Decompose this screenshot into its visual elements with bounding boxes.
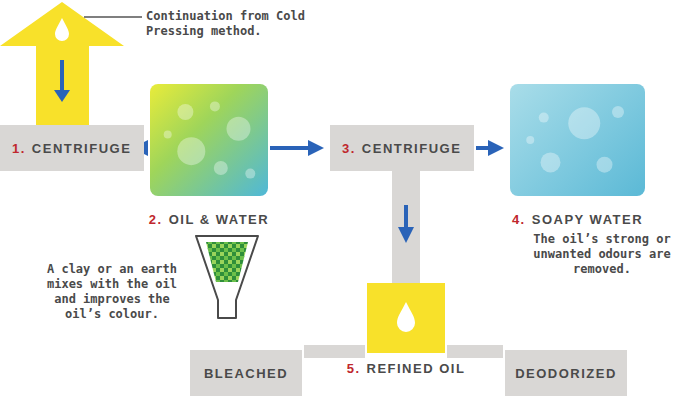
inflow-arrow — [0, 2, 124, 125]
bubbles — [510, 84, 645, 196]
bubble — [210, 101, 220, 111]
connector-line — [304, 345, 365, 358]
node-label: BLEACHED — [204, 364, 288, 382]
flow-connector — [447, 351, 503, 352]
connector-stem — [392, 171, 420, 283]
process-box: DEODORIZED — [505, 350, 627, 396]
step-name: BLEACHED — [204, 366, 288, 381]
funnel — [196, 236, 258, 318]
bubble — [526, 136, 534, 144]
step-name: CENTRIFUGE — [32, 141, 132, 156]
flow-arrow — [60, 60, 64, 92]
oil-drop — [55, 18, 69, 41]
step-name: REFINED OIL — [367, 361, 466, 376]
step-name: DEODORIZED — [515, 366, 617, 381]
flow-connector — [304, 351, 365, 352]
process-band: 1. CENTRIFUGE — [0, 125, 144, 171]
clay — [206, 242, 248, 282]
step-number: 3. — [342, 141, 356, 156]
step-number: 4. — [512, 212, 526, 227]
bubble — [177, 104, 193, 120]
leader-line — [84, 16, 142, 18]
node-label: 1. CENTRIFUGE — [12, 139, 131, 157]
note-label: The oil’s strong or unwanted odours are … — [520, 232, 684, 277]
flow-arrow — [476, 146, 498, 150]
step-name: SOAPY WATER — [532, 212, 643, 227]
bubble — [539, 113, 549, 123]
bubble — [612, 106, 624, 118]
node-label: 5. REFINED OIL — [347, 359, 466, 377]
flow-connector — [406, 171, 407, 283]
flow-arrowhead — [54, 90, 70, 102]
bubble — [164, 130, 172, 138]
flow-arrow — [270, 146, 318, 150]
bubble — [227, 117, 251, 141]
process-box: BLEACHED — [190, 350, 302, 396]
step-name: CENTRIFUGE — [362, 141, 462, 156]
bubble — [177, 137, 205, 165]
note-label: A clay or an earth mixes with the oil an… — [36, 262, 188, 322]
step-number: 5. — [347, 361, 361, 376]
step-number: 1. — [12, 141, 26, 156]
bubble — [597, 157, 613, 173]
oil-drop — [367, 283, 445, 353]
bubbles — [150, 84, 268, 196]
note-label: Continuation from Cold Pressing method. — [146, 9, 324, 39]
connector-line — [447, 345, 503, 358]
bubble — [214, 161, 228, 175]
bubble — [245, 169, 255, 179]
bubble — [568, 107, 600, 139]
step-name: OIL & WATER — [169, 212, 270, 227]
flow-connector — [476, 148, 498, 149]
bubble — [541, 152, 561, 172]
process-band: 3. CENTRIFUGE — [330, 125, 474, 171]
flow-connector — [270, 148, 318, 149]
node-label: 2. OIL & WATER — [149, 210, 269, 228]
stage-box: 2.OIL & WATER — [150, 84, 268, 196]
stage-box: 5.REFINED OIL — [367, 283, 445, 353]
node-label: 3. CENTRIFUGE — [342, 139, 461, 157]
stage-box: 4.SOAPY WATER — [510, 84, 645, 196]
flow-arrow — [404, 205, 408, 237]
node-label: DEODORIZED — [515, 364, 617, 382]
step-number: 2. — [149, 212, 163, 227]
node-label: 4. SOAPY WATER — [512, 210, 643, 228]
oil-drop — [397, 302, 415, 332]
